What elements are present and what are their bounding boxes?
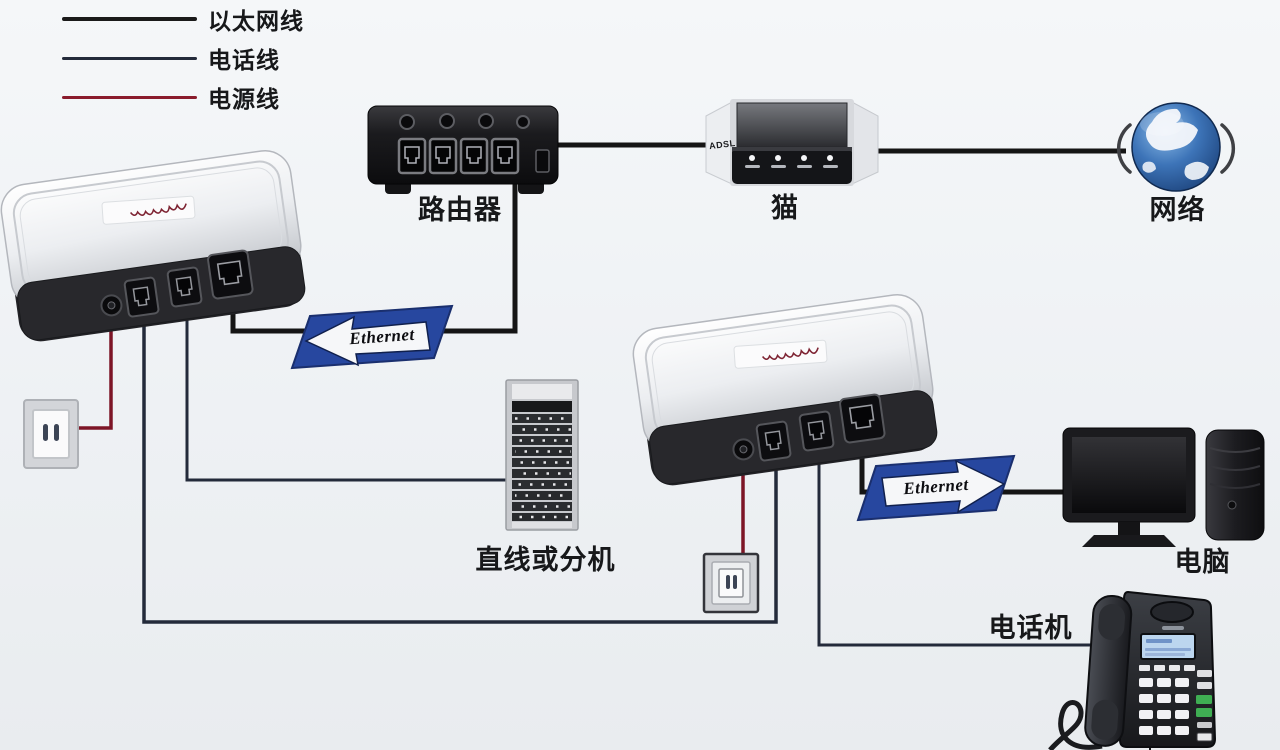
- telephone-device: [1048, 590, 1217, 750]
- router-device: [367, 105, 559, 194]
- ethernet-line-icon: [62, 17, 197, 21]
- router-label: 路由器: [418, 195, 502, 225]
- ethernet-arrow-left: [290, 304, 454, 370]
- internet-globe-icon: [1116, 102, 1236, 192]
- telephone-handset: [1084, 594, 1133, 747]
- computer-label: 电脑: [1174, 547, 1231, 577]
- modem-label: 猫: [771, 193, 799, 223]
- router-port-icon: [428, 137, 458, 175]
- telephone-lcd: [1140, 633, 1196, 660]
- router-port-icon: [490, 137, 520, 175]
- powerline-adapter-left: [0, 147, 309, 344]
- modem-device: [705, 99, 879, 186]
- handset-cord: [1048, 700, 1103, 750]
- powerline-adapter-right: [630, 291, 941, 488]
- router-port-icon: [459, 137, 489, 175]
- computer-tower: [1205, 429, 1265, 541]
- speaker-grille: [1150, 601, 1194, 623]
- router-port-icon: [397, 137, 427, 175]
- legend-label-phone: 电话线: [208, 47, 280, 73]
- wall-outlet-right: [702, 552, 760, 614]
- legend-label-power: 电源线: [208, 86, 280, 112]
- legend-label-ethernet: 以太网线: [208, 8, 304, 34]
- extension-panel-label: 直线或分机: [475, 545, 616, 575]
- phone-line-icon: [62, 56, 197, 60]
- telephone-softkeys: [1139, 665, 1195, 671]
- modem-leds: [745, 155, 838, 168]
- cable-adapter-extension-panel: [185, 298, 509, 482]
- cable-adapter-adapter-phoneline: [142, 306, 778, 624]
- extension-panel-rows: [512, 414, 572, 521]
- telephone-side-buttons: [1196, 670, 1213, 742]
- power-line-icon: [62, 95, 197, 99]
- legend-item-power: 电源线: [62, 84, 304, 112]
- ethernet-arrow-right: [856, 454, 1016, 522]
- cable-power-left: [79, 298, 113, 430]
- legend-item-phone: 电话线: [62, 45, 304, 73]
- internet-label: 网络: [1149, 195, 1206, 225]
- telephone-keypad: [1139, 678, 1189, 735]
- legend: 以太网线 电话线 电源线: [62, 6, 304, 123]
- telephone-label: 电话机: [988, 613, 1073, 643]
- router-power-connector: [535, 149, 550, 173]
- cable-adapter-telephone: [817, 444, 1095, 647]
- legend-item-ethernet: 以太网线: [62, 6, 304, 34]
- computer-monitor: [1062, 427, 1196, 547]
- router-knobs: [399, 113, 530, 130]
- extension-panel-device: [505, 379, 579, 531]
- wall-outlet-left: [23, 399, 79, 469]
